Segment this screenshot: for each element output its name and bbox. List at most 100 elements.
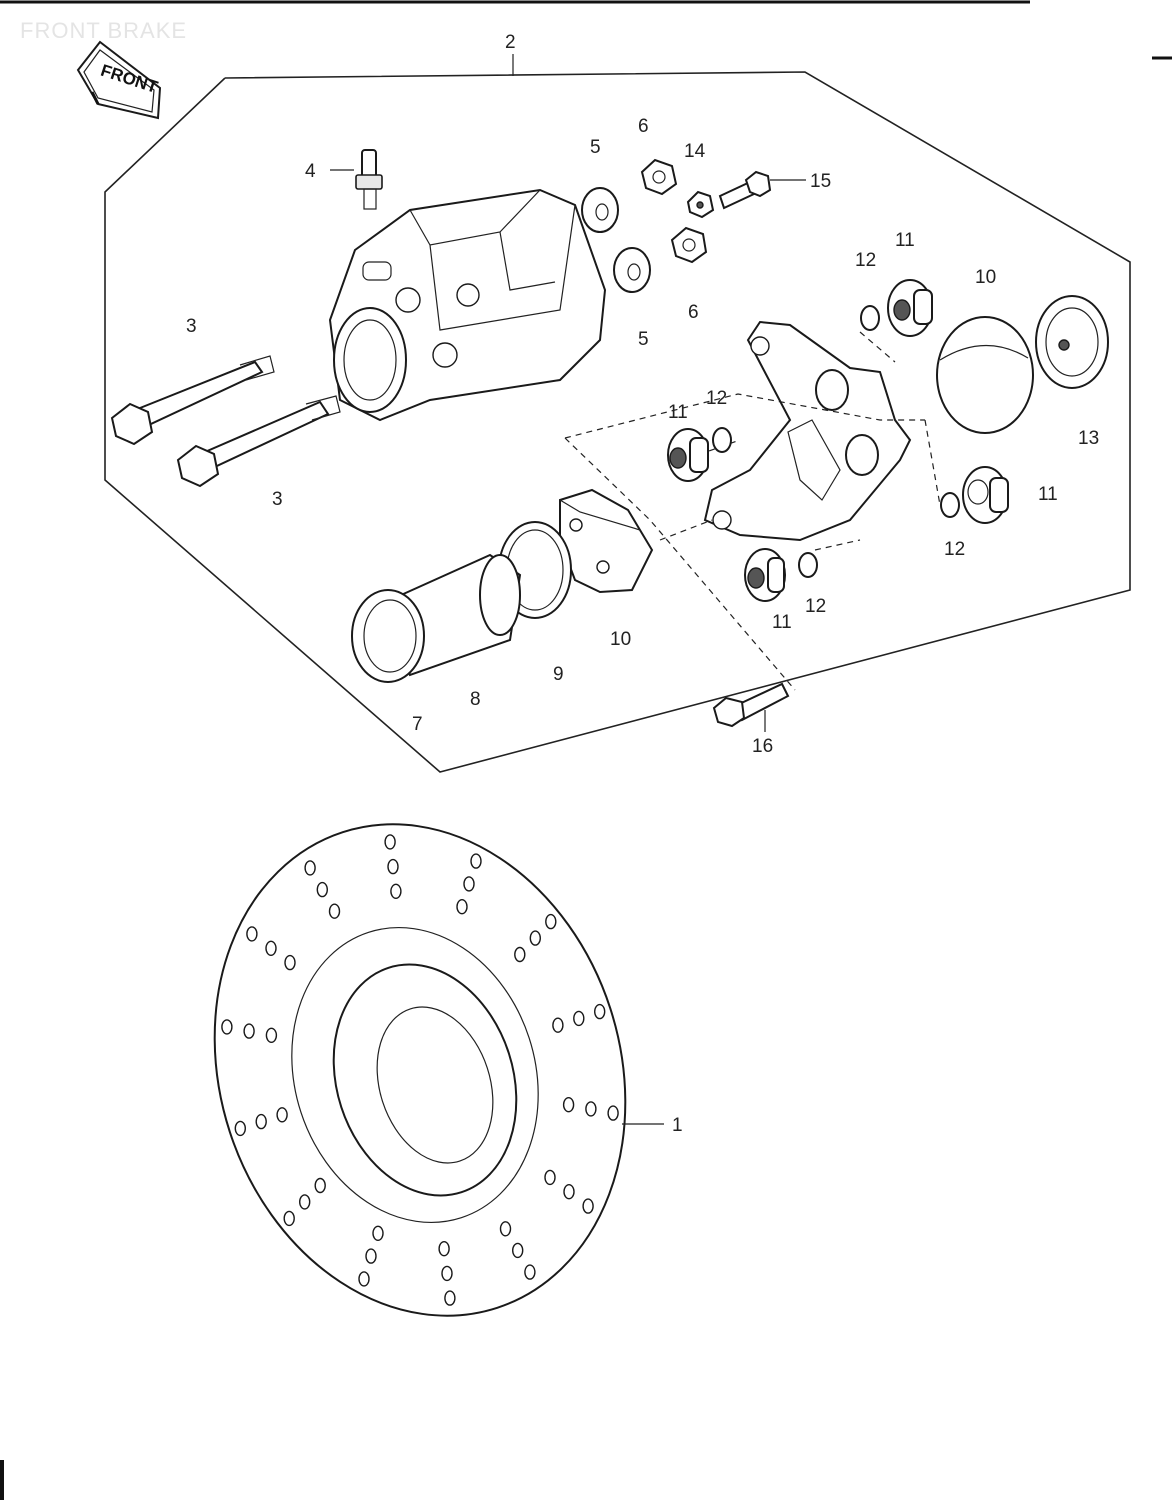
disc-drill-hole bbox=[265, 1027, 278, 1044]
callout-12: 12 bbox=[706, 388, 727, 409]
disc-drill-hole bbox=[358, 1271, 370, 1287]
callout-14: 14 bbox=[684, 141, 706, 162]
boot-lower-right bbox=[962, 466, 1009, 524]
disc-drill-hole bbox=[265, 940, 277, 956]
disc-drill-hole bbox=[387, 858, 399, 875]
disc-drill-hole bbox=[499, 1221, 512, 1237]
disc-drill-hole bbox=[246, 926, 258, 942]
callout-labels: 1 2 3 3 4 5 5 6 6 7 8 9 10 10 11 11 11 1… bbox=[186, 32, 1099, 1136]
callout-11: 11 bbox=[895, 230, 915, 251]
callout-11: 11 bbox=[1038, 484, 1058, 505]
disc-drill-hole bbox=[544, 1169, 556, 1186]
dust-seal bbox=[351, 589, 425, 683]
disc-drill-hole bbox=[384, 834, 396, 850]
circlip-upper bbox=[860, 305, 880, 331]
caliper-bolt-lower bbox=[176, 395, 341, 488]
disc-drill-hole bbox=[283, 1210, 295, 1227]
assembly-guide-lines bbox=[564, 331, 941, 691]
disc-drill-hole bbox=[545, 913, 557, 930]
disc-drill-hole bbox=[234, 1120, 247, 1137]
disc-drill-hole bbox=[316, 881, 328, 898]
bleeder-valve bbox=[330, 149, 383, 210]
disc-drill-hole bbox=[276, 1107, 288, 1123]
disc-drill-hole bbox=[438, 1240, 450, 1257]
callout-12: 12 bbox=[805, 596, 826, 617]
disc-drill-hole bbox=[441, 1265, 453, 1282]
callout-8: 8 bbox=[470, 689, 481, 710]
disc-drill-hole bbox=[524, 1264, 536, 1280]
disc-drill-hole bbox=[314, 1177, 326, 1194]
disc-drill-hole bbox=[284, 954, 296, 971]
disc-drill-hole bbox=[255, 1113, 267, 1130]
disc-drill-hole bbox=[552, 1017, 564, 1033]
callout-7: 7 bbox=[412, 714, 423, 735]
callout-12: 12 bbox=[944, 539, 965, 560]
disc-drill-hole bbox=[304, 860, 316, 876]
disc-drill-hole bbox=[221, 1019, 233, 1035]
disc-drill-hole bbox=[299, 1194, 311, 1210]
callout-10: 10 bbox=[975, 267, 996, 288]
disc-drill-hole bbox=[562, 1096, 575, 1113]
callout-4: 4 bbox=[305, 161, 316, 182]
disc-drill-hole bbox=[594, 1003, 606, 1020]
small-nut bbox=[686, 190, 715, 219]
brake-pad-left bbox=[559, 488, 654, 594]
callout-3: 3 bbox=[272, 489, 283, 510]
boot-bottom bbox=[744, 548, 786, 602]
disc-drill-hole bbox=[372, 1225, 384, 1242]
brake-disc bbox=[213, 823, 664, 1317]
boot-upper-right bbox=[887, 279, 933, 337]
pad-shim bbox=[1035, 295, 1109, 389]
callout-11: 11 bbox=[668, 402, 688, 423]
disc-drill-hole bbox=[456, 899, 468, 915]
callout-1: 1 bbox=[672, 1115, 683, 1136]
callout-12: 12 bbox=[855, 250, 876, 271]
callout-5: 5 bbox=[590, 137, 601, 158]
disc-drill-hole bbox=[390, 883, 402, 899]
washer-lower bbox=[613, 247, 651, 293]
callout-11: 11 bbox=[772, 612, 792, 633]
caliper-body bbox=[328, 188, 607, 422]
disc-drill-hole bbox=[529, 930, 541, 946]
caliper-assembly-outline bbox=[104, 54, 1131, 773]
callout-10: 10 bbox=[610, 629, 631, 650]
caliper-bracket bbox=[703, 320, 912, 542]
callout-9: 9 bbox=[553, 664, 564, 685]
callout-15: 15 bbox=[810, 171, 831, 192]
caliper-bolt-upper bbox=[110, 355, 275, 446]
disc-drill-hole bbox=[243, 1023, 255, 1039]
washer-upper bbox=[581, 187, 619, 233]
disc-drill-hole bbox=[582, 1198, 594, 1214]
brake-pad-right bbox=[936, 316, 1034, 434]
callout-13: 13 bbox=[1078, 428, 1099, 449]
disc-drill-hole bbox=[463, 876, 475, 892]
callout-16: 16 bbox=[752, 736, 773, 757]
nut-upper bbox=[640, 158, 678, 196]
disc-drill-hole bbox=[512, 1242, 524, 1259]
circlip-lower-right bbox=[940, 492, 960, 518]
disc-drill-hole bbox=[514, 946, 526, 963]
disc-drill-hole bbox=[563, 1183, 575, 1200]
disc-drill-hole bbox=[365, 1248, 377, 1264]
bracket-bolt-16 bbox=[712, 682, 790, 732]
callout-3: 3 bbox=[186, 316, 197, 337]
boot-center bbox=[667, 428, 709, 482]
page-header-title: FRONT BRAKE bbox=[20, 18, 188, 43]
callout-6: 6 bbox=[638, 116, 649, 137]
callout-5: 5 bbox=[638, 329, 649, 350]
disc-drill-hole bbox=[444, 1290, 456, 1306]
disc-drill-hole bbox=[573, 1010, 585, 1027]
callout-2: 2 bbox=[505, 32, 516, 53]
disc-drill-holes bbox=[221, 834, 619, 1306]
disc-drill-hole bbox=[470, 853, 482, 869]
disc-drill-hole bbox=[607, 1105, 619, 1121]
disc-drill-hole bbox=[585, 1101, 597, 1117]
circlip-center bbox=[712, 427, 732, 453]
circlip-bottom bbox=[798, 552, 818, 578]
callout-6: 6 bbox=[688, 302, 699, 323]
nut-lower bbox=[670, 226, 708, 264]
front-direction-badge: FRONT bbox=[76, 40, 162, 120]
short-bolt-15 bbox=[718, 170, 806, 210]
